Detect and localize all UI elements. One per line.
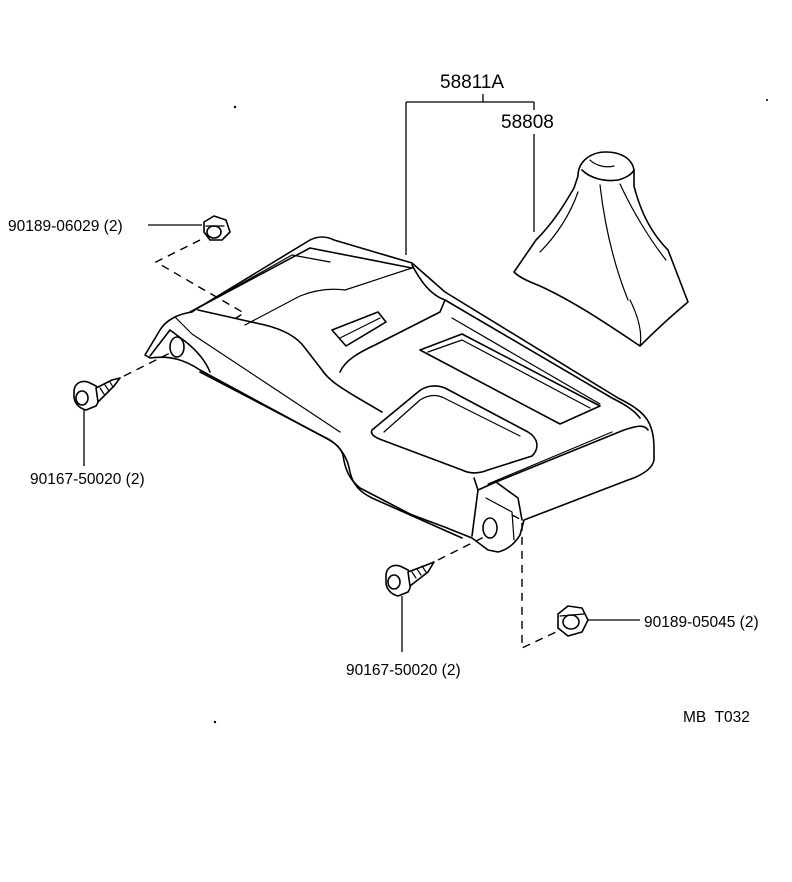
speck (233, 105, 237, 109)
label-58808: 58808 (501, 112, 554, 133)
flange-nut-icon (557, 605, 589, 637)
drawing-code: MB T032 (683, 709, 750, 726)
speck (213, 720, 217, 724)
label-screw-bottom: 90167-50020 (2) (346, 662, 461, 679)
assembly-leader (405, 94, 535, 255)
shift-boot-icon (513, 151, 689, 347)
screw-bottom-path (437, 535, 487, 561)
label-nut-lower-right: 90189-05045 (2) (644, 614, 759, 631)
speck (766, 99, 768, 101)
tapping-screw-icon (385, 561, 435, 597)
nut-lower-right-path (511, 514, 557, 650)
label-nut-upper-left: 90189-06029 (2) (8, 218, 123, 235)
center-console-icon (144, 236, 655, 553)
nut-upper-left-path (154, 239, 246, 319)
flange-nut-icon (203, 215, 231, 241)
screw-left-path (123, 351, 173, 377)
mounting-hole (169, 336, 185, 358)
label-screw-left: 90167-50020 (2) (30, 471, 145, 488)
label-58811A: 58811A (440, 72, 504, 93)
mounting-hole (482, 517, 498, 539)
tapping-screw-icon (73, 377, 121, 411)
